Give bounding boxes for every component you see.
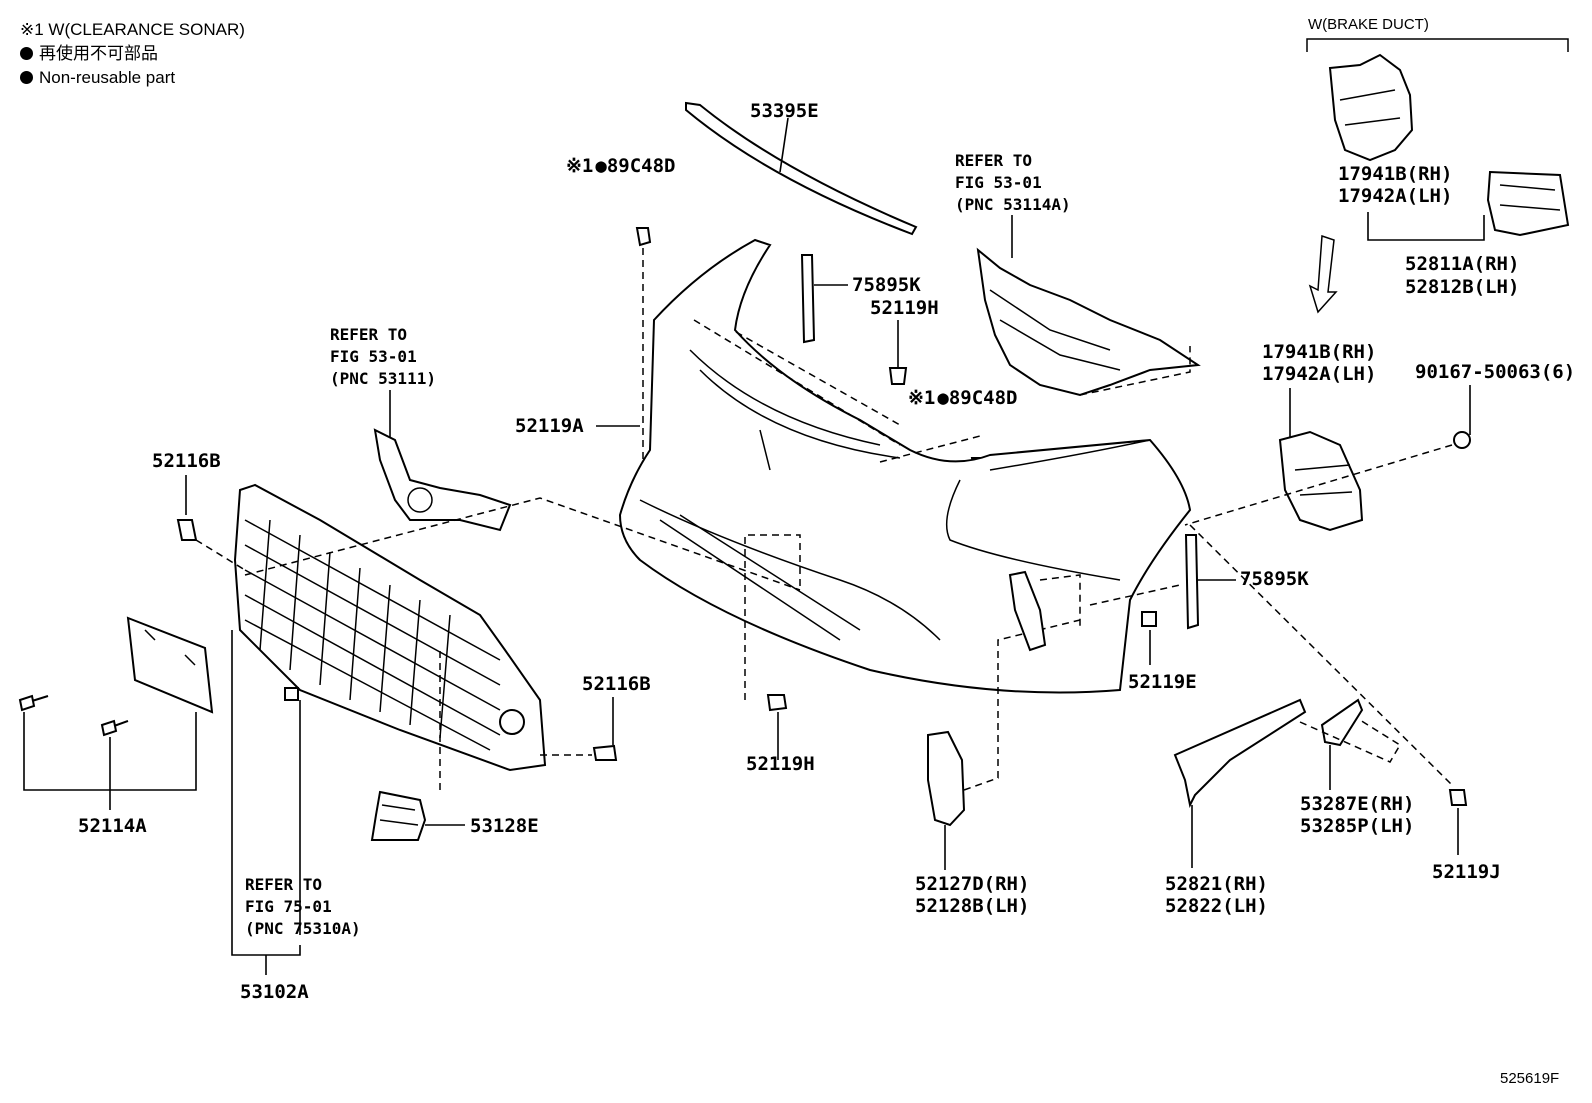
brake-duct-bracket xyxy=(1306,38,1569,52)
brake-duct-header: W(BRAKE DUCT) xyxy=(1308,16,1429,33)
label-17941B-mid: 17941B(RH) xyxy=(1262,341,1376,363)
clip-52119E xyxy=(1141,611,1157,627)
label-52119A: 52119A xyxy=(515,415,584,437)
clip-52119J xyxy=(1448,789,1468,806)
screw-left xyxy=(18,694,49,712)
side-reflector xyxy=(927,730,966,827)
screw-right xyxy=(100,719,129,737)
label-17942A-mid: 17942A(LH) xyxy=(1262,363,1376,385)
label-52116B-right: 52116B xyxy=(582,673,651,695)
label-52822: 52822(LH) xyxy=(1165,895,1268,917)
seal-75895K-top xyxy=(800,254,816,344)
label-90167: 90167-50063(6) xyxy=(1415,361,1575,383)
label-89C48D-mid: ※1●89C48D xyxy=(908,387,1017,409)
grille-garnish xyxy=(373,428,512,532)
label-52812B: 52812B(LH) xyxy=(1405,276,1519,298)
lamp-insert xyxy=(284,687,299,701)
bracket-refer-1: REFER TO xyxy=(955,151,1032,170)
label-53395E: 53395E xyxy=(750,100,819,122)
fog-hole xyxy=(499,709,525,735)
lamp-refer-1: REFER TO xyxy=(245,875,322,894)
lamp-refer-3: (PNC 75310A) xyxy=(245,919,361,938)
bracket-53128E xyxy=(370,790,427,841)
screw-90167 xyxy=(1453,431,1471,449)
clip-52116B-right xyxy=(592,744,618,761)
figure-id: 525619F xyxy=(1500,1070,1559,1087)
label-52128B: 52128B(LH) xyxy=(915,895,1029,917)
label-52119J: 52119J xyxy=(1432,861,1501,883)
label-53128E: 53128E xyxy=(470,815,539,837)
grille-refer-1: REFER TO xyxy=(330,325,407,344)
label-52119E: 52119E xyxy=(1128,671,1197,693)
label-53102A: 53102A xyxy=(240,981,309,1003)
grille-refer-2: FIG 53-01 xyxy=(330,347,417,366)
label-75895K-right: 75895K xyxy=(1240,568,1309,590)
bracket-refer-2: FIG 53-01 xyxy=(955,173,1042,192)
upper-bracket xyxy=(976,247,1201,397)
side-garnish xyxy=(1173,698,1307,809)
clip-52119H-bottom xyxy=(766,694,788,712)
label-52119H-bottom: 52119H xyxy=(746,753,815,775)
label-17941B-top: 17941B(RH) xyxy=(1338,163,1452,185)
duct-insert xyxy=(1486,170,1570,237)
label-53285P: 53285P(LH) xyxy=(1300,815,1414,837)
bullet-icon xyxy=(20,71,33,84)
grille-refer-3: (PNC 53111) xyxy=(330,369,436,388)
license-bracket xyxy=(126,616,214,714)
label-52114A: 52114A xyxy=(78,815,147,837)
label-75895K-top: 75895K xyxy=(852,274,921,296)
label-89C48D-top: ※1●89C48D xyxy=(566,155,675,177)
side-retainer xyxy=(1008,570,1047,652)
non-reusable-jp-row: 再使用不可部品 xyxy=(20,42,245,66)
clearance-sonar-note: ※1 W(CLEARANCE SONAR) xyxy=(20,20,245,39)
clip-52116B-left xyxy=(176,519,198,541)
bumper-cover xyxy=(618,238,1192,694)
seal-75895K-right xyxy=(1184,534,1200,630)
label-53287E: 53287E(RH) xyxy=(1300,793,1414,815)
non-reusable-jp: 再使用不可部品 xyxy=(39,44,158,63)
upper-strip xyxy=(685,101,918,236)
bracket-53287E xyxy=(1320,698,1364,747)
non-reusable-en: Non-reusable part xyxy=(39,68,176,87)
legend: ※1 W(CLEARANCE SONAR) 再使用不可部品 Non-reusab… xyxy=(20,18,245,90)
non-reusable-en-row: Non-reusable part xyxy=(20,66,245,90)
bullet-icon xyxy=(20,47,33,60)
label-52127D: 52127D(RH) xyxy=(915,873,1029,895)
bracket-refer-3: (PNC 53114A) xyxy=(955,195,1071,214)
label-52116B-left: 52116B xyxy=(152,450,221,472)
label-52119H-top: 52119H xyxy=(870,297,939,319)
clip-52119H-top xyxy=(888,367,908,385)
down-arrow-icon xyxy=(1308,234,1338,314)
lamp-refer-2: FIG 75-01 xyxy=(245,897,332,916)
label-17942A-top: 17942A(LH) xyxy=(1338,185,1452,207)
brake-duct-mid xyxy=(1278,430,1364,532)
label-52821: 52821(RH) xyxy=(1165,873,1268,895)
clip-89C48D-top xyxy=(635,227,652,247)
brake-duct-top xyxy=(1328,53,1414,162)
label-52811A: 52811A(RH) xyxy=(1405,253,1519,275)
